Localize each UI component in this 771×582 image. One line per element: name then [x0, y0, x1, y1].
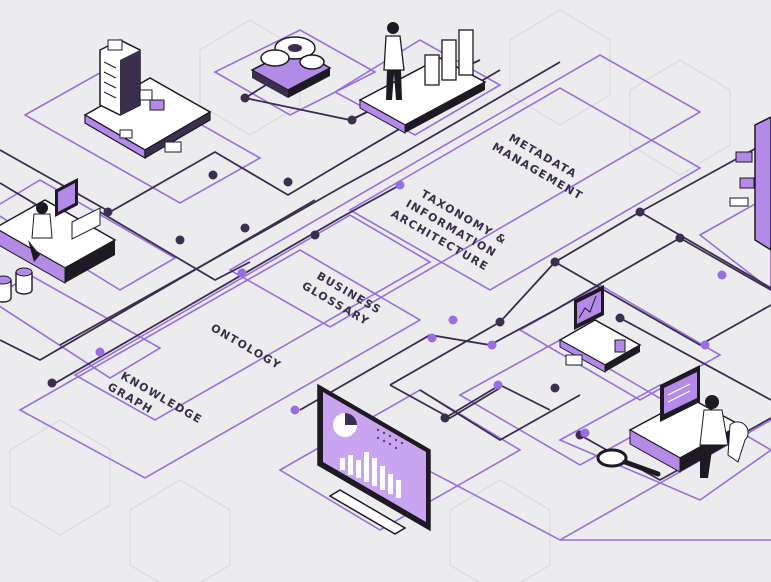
label-ontology: ONTOLOGY — [209, 321, 284, 372]
magnifying-glass-icon — [596, 448, 661, 477]
label-knowledge-graph: KNOWLEDGE GRAPH — [105, 369, 204, 426]
large-dashboard-monitor-icon — [317, 383, 431, 535]
analyst-at-desk-icon — [0, 178, 117, 284]
person-at-computer-icon — [628, 365, 749, 478]
database-cylinders-icon — [0, 267, 33, 303]
label-metadata-management: METADATA MANAGEMENT — [490, 131, 586, 203]
label-ontology-line-1: ONTOLOGY — [209, 321, 284, 372]
person-with-bar-chart-icon — [358, 22, 487, 134]
connection-nodes — [47, 93, 727, 440]
monitor-workstation-icon — [558, 285, 642, 373]
building-data-center-icon — [83, 39, 212, 160]
label-taxonomy: TAXONOMY & INFORMATION ARCHITECTURE — [389, 187, 510, 273]
tablet-device-icon — [729, 116, 771, 251]
gears-icon — [250, 36, 332, 98]
